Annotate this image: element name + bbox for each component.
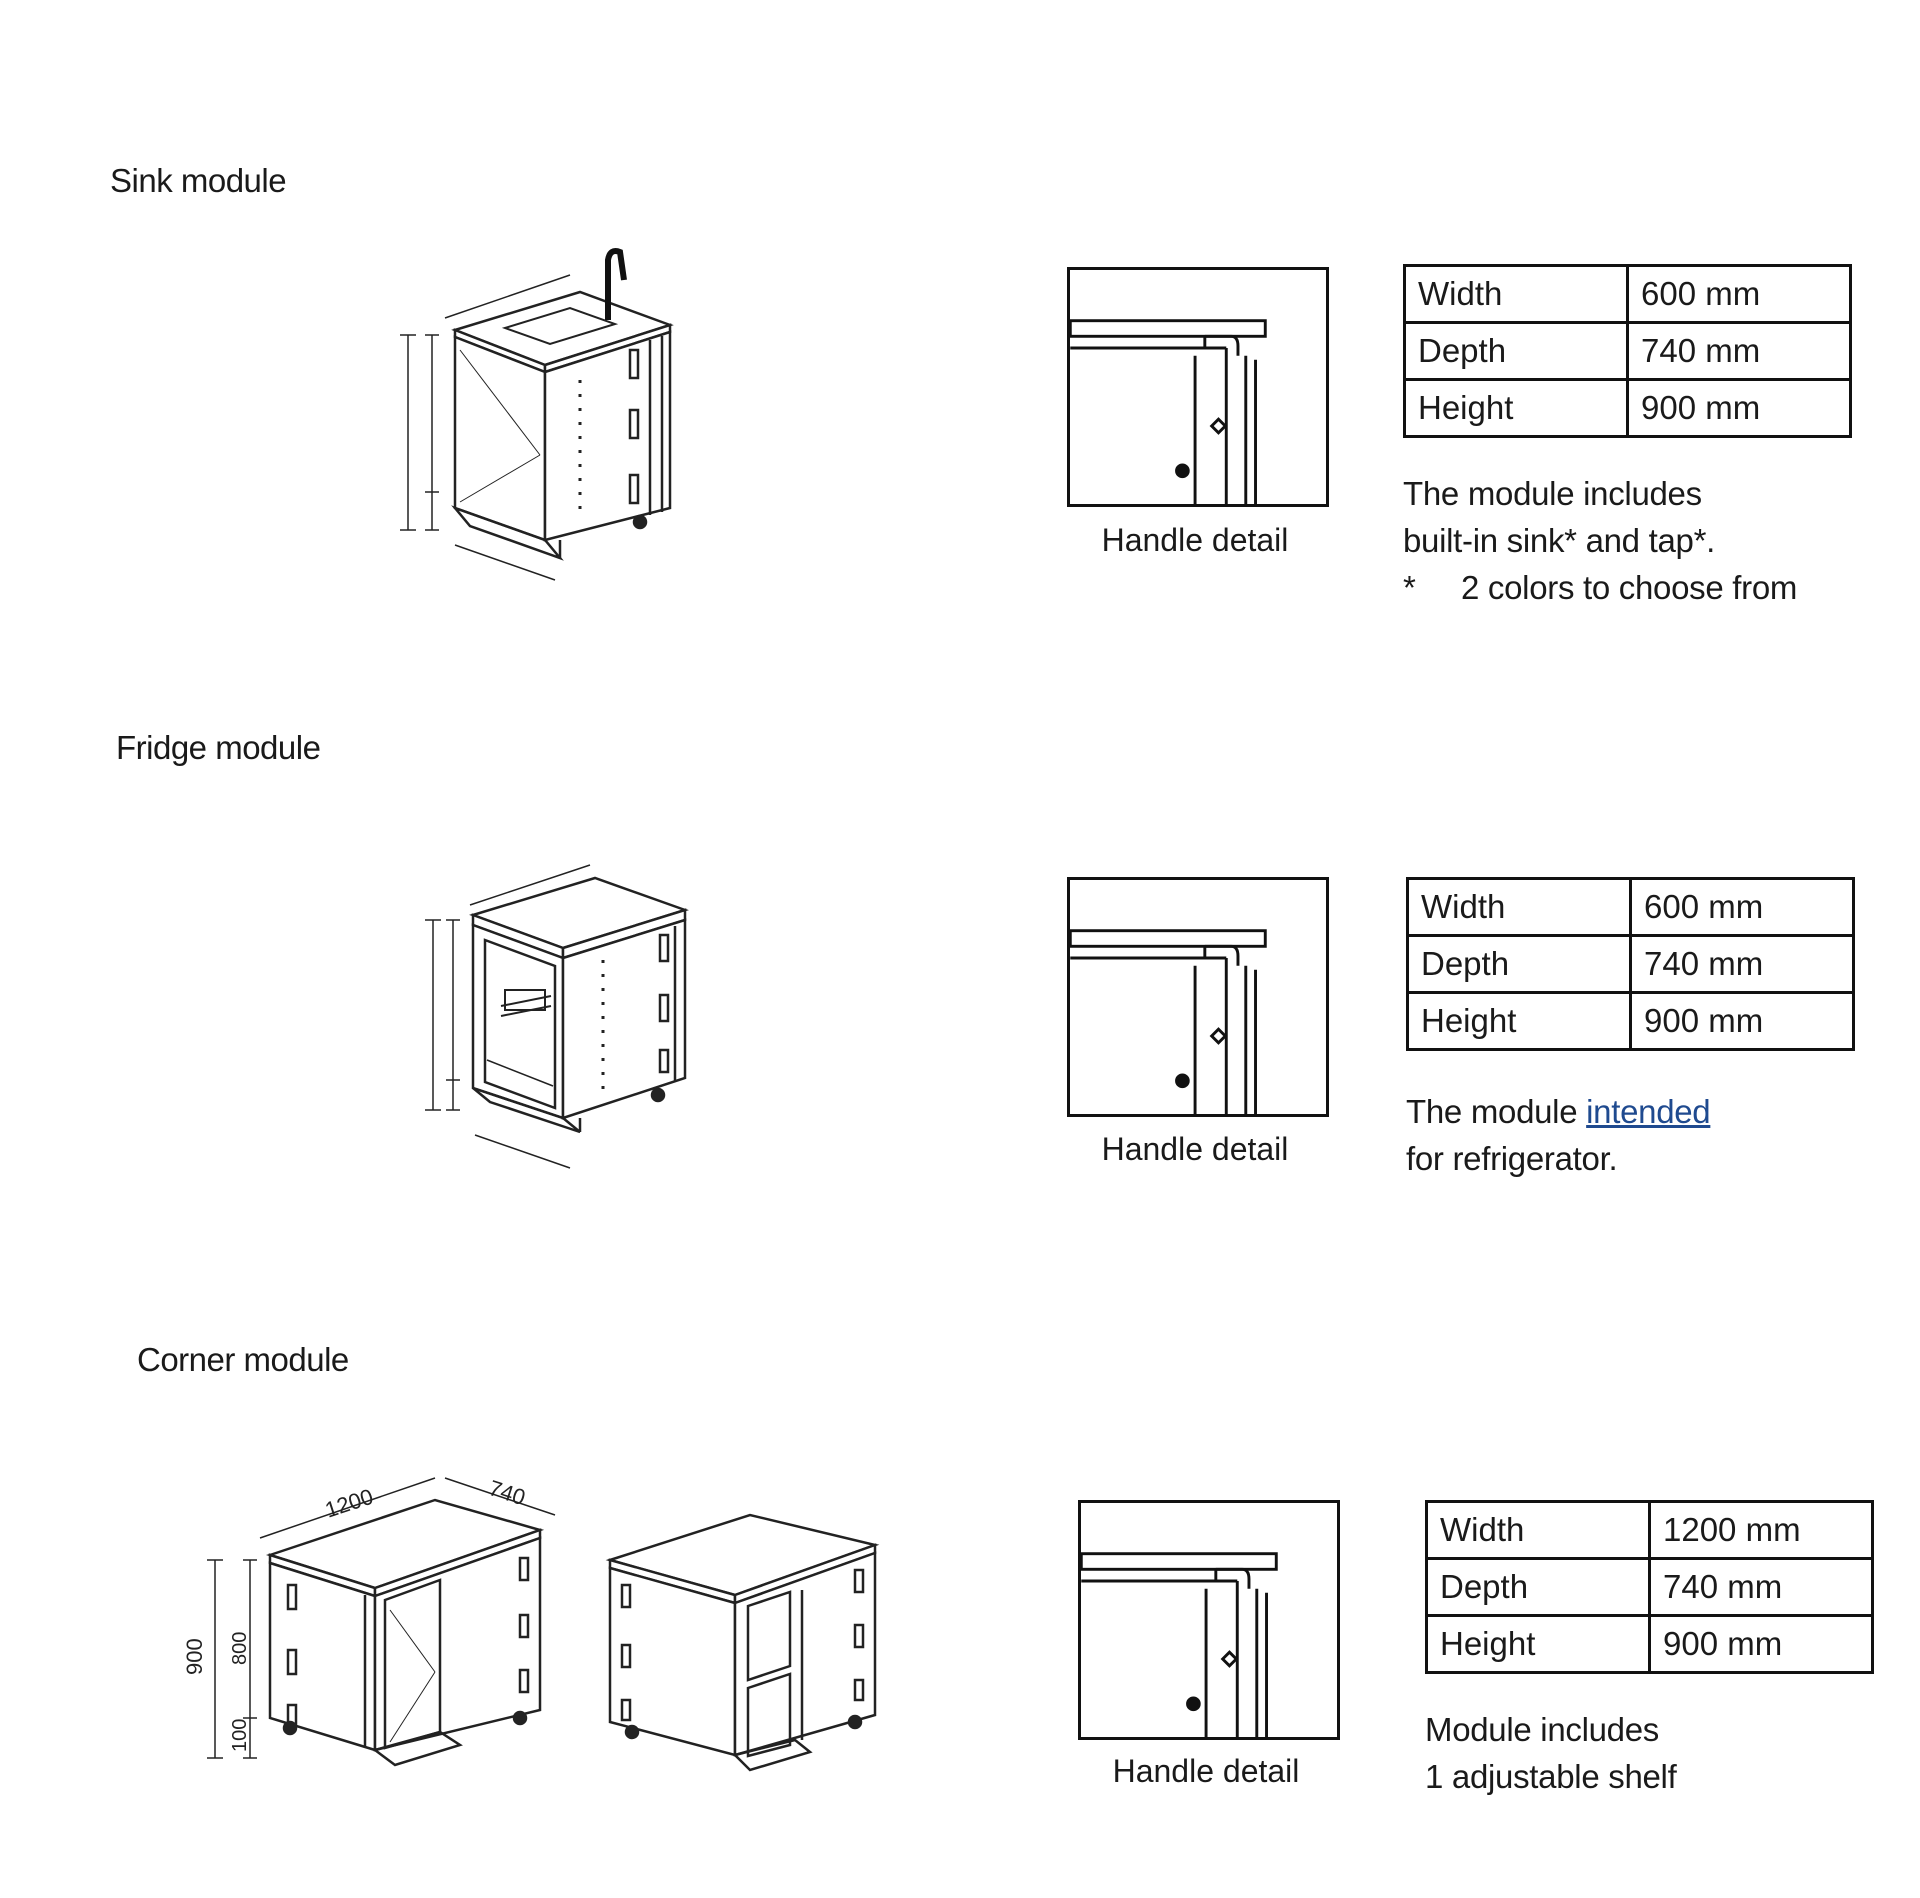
table-row: Height 900 mm (1406, 991, 1855, 1051)
spec-value: 740 mm (1648, 1557, 1874, 1617)
spec-label: Width (1403, 264, 1629, 324)
note-text: The module (1406, 1093, 1587, 1130)
fridge-handle-detail-image (1067, 877, 1329, 1117)
table-row: Depth 740 mm (1406, 934, 1855, 994)
table-row: Width 600 mm (1403, 264, 1852, 324)
table-row: Height 900 mm (1403, 378, 1852, 438)
dim-body-label: 800 (229, 1632, 251, 1665)
spec-label: Height (1403, 378, 1629, 438)
note-line: The module includes (1403, 475, 1702, 512)
spec-label: Width (1425, 1500, 1651, 1560)
table-row: Width 600 mm (1406, 877, 1855, 937)
spec-value: 1200 mm (1648, 1500, 1874, 1560)
note-line: The module intended (1406, 1088, 1711, 1135)
sink-handle-detail-image (1067, 267, 1329, 507)
note-line: 1 adjustable shelf (1425, 1758, 1677, 1795)
corner-handle-detail-caption: Handle detail (1112, 1753, 1300, 1789)
note-line: Module includes (1425, 1711, 1659, 1748)
note-line: for refrigerator. (1406, 1140, 1618, 1177)
corner-module-title: Corner module (137, 1341, 349, 1378)
note-line: * 2 colors to choose from (1403, 564, 1797, 611)
sink-module-drawing (400, 248, 674, 581)
corner-note: Module includes 1 adjustable shelf (1425, 1706, 1677, 1800)
dim-depth-label: 740 (486, 1475, 529, 1510)
spec-label: Height (1406, 991, 1632, 1051)
dim-width-label: 1200 (322, 1484, 376, 1523)
note-line: built-in sink* and tap*. (1403, 522, 1715, 559)
table-row: Depth 740 mm (1425, 1557, 1874, 1617)
sink-module-title: Sink module (110, 162, 287, 199)
sink-note: The module includes built-in sink* and t… (1403, 470, 1797, 611)
corner-handle-detail-image (1078, 1500, 1340, 1740)
table-row: Height 900 mm (1425, 1614, 1874, 1674)
fridge-note: The module intended for refrigerator. (1406, 1088, 1711, 1182)
fridge-handle-detail-caption: Handle detail (1101, 1131, 1289, 1167)
spec-value: 900 mm (1629, 991, 1855, 1051)
table-row: Width 1200 mm (1425, 1500, 1874, 1560)
spec-value: 900 mm (1648, 1614, 1874, 1674)
spec-label: Depth (1425, 1557, 1651, 1617)
spec-value: 740 mm (1629, 934, 1855, 994)
fridge-module-title: Fridge module (116, 729, 321, 766)
spec-label: Width (1406, 877, 1632, 937)
note-text: 2 colors to choose from (1461, 569, 1798, 606)
fridge-module-drawing (425, 864, 689, 1169)
footnote-marker: * (1403, 569, 1416, 606)
spec-value: 740 mm (1626, 321, 1852, 381)
spec-value: 600 mm (1629, 877, 1855, 937)
corner-module-drawing: 1200 740 900 800 100 (182, 1475, 880, 1772)
dim-height-label: 900 (182, 1638, 207, 1675)
corner-specs-table: Width 1200 mm Depth 740 mm Height 900 mm (1425, 1500, 1874, 1674)
spec-label: Height (1425, 1614, 1651, 1674)
intended-link[interactable]: intended (1586, 1093, 1711, 1130)
spec-value: 900 mm (1626, 378, 1852, 438)
spec-label: Depth (1406, 934, 1632, 994)
sink-handle-detail-caption: Handle detail (1101, 522, 1289, 558)
spec-label: Depth (1403, 321, 1629, 381)
fridge-specs-table: Width 600 mm Depth 740 mm Height 900 mm (1406, 877, 1855, 1051)
table-row: Depth 740 mm (1403, 321, 1852, 381)
sink-specs-table: Width 600 mm Depth 740 mm Height 900 mm (1403, 264, 1852, 438)
dim-plinth-label: 100 (229, 1719, 251, 1752)
spec-value: 600 mm (1626, 264, 1852, 324)
